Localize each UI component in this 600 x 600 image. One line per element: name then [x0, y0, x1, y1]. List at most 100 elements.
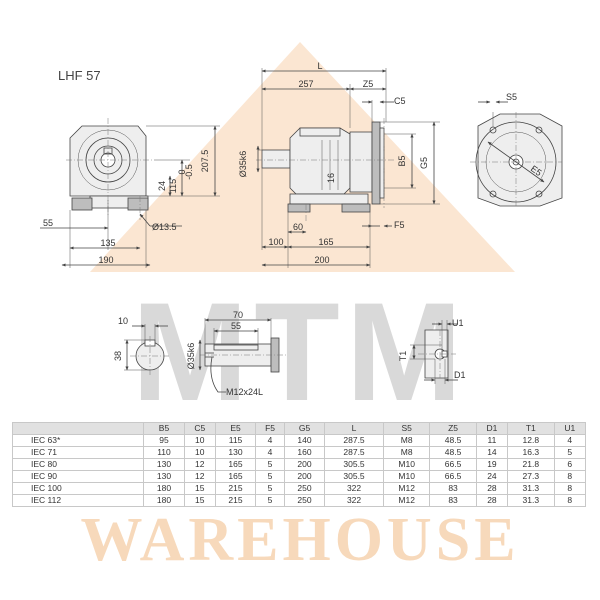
table-cell: 95 — [143, 434, 185, 447]
dim-200: 200 — [314, 255, 329, 265]
table-header-cell: T1 — [507, 422, 555, 435]
table-cell: 5 — [255, 470, 285, 483]
side-view: L 257 Z5 C5 Ø35k6 16 B5 G5 F5 60 100 — [238, 61, 440, 268]
table-cell: 10 — [183, 434, 216, 447]
dim-10: 10 — [118, 316, 128, 326]
table-cell: 83 — [429, 482, 477, 495]
table-cell: 19 — [475, 458, 509, 471]
table-cell: 4 — [255, 434, 285, 447]
table-cell: 66.5 — [429, 470, 477, 483]
dim-S5: S5 — [506, 92, 517, 102]
table-cell: 215 — [214, 482, 257, 495]
dim-135: 135 — [100, 238, 115, 248]
dim-tol-top: 0 — [177, 169, 187, 174]
thread-callout: M12x24L — [226, 387, 263, 397]
table-header-cell: D1 — [475, 422, 509, 435]
dim-16: 16 — [326, 173, 336, 183]
table-cell: 160 — [283, 446, 326, 459]
dim-hole: Ø13.5 — [152, 222, 177, 232]
dim-165: 165 — [318, 237, 333, 247]
table-cell: 322 — [324, 482, 384, 495]
table-cell: 200 — [283, 470, 326, 483]
dim-38: 38 — [113, 351, 123, 361]
dim-55-shaft: 55 — [231, 321, 241, 331]
dim-C5: C5 — [394, 96, 406, 106]
table-cell: 305.5 — [324, 470, 384, 483]
table-cell: 287.5 — [324, 434, 384, 447]
shaft-detail: 70 55 Ø35k6 M12x24L — [186, 310, 286, 397]
dim-257: 257 — [298, 79, 313, 89]
table-cell: 15 — [183, 494, 216, 507]
front-view: 207.5 115 0 -0.5 24 Ø13.5 55 135 190 — [40, 118, 220, 268]
dim-shaft-dia-detail: Ø35k6 — [186, 343, 196, 370]
table-cell: 215 — [214, 494, 257, 507]
model-title: LHF 57 — [58, 68, 101, 83]
watermark-text-mtm: MTM — [132, 273, 469, 430]
table-header-cell: G5 — [283, 422, 326, 435]
table-header-cell: F5 — [255, 422, 285, 435]
table-cell: 11 — [475, 434, 509, 447]
table-cell: 165 — [214, 470, 257, 483]
flange-view: E5 S5 — [470, 92, 563, 208]
table-cell: 4 — [255, 446, 285, 459]
dim-70: 70 — [233, 310, 243, 320]
table-header-cell: B5 — [143, 422, 185, 435]
dim-55: 55 — [43, 218, 53, 228]
dim-shaft-dia: Ø35k6 — [238, 151, 248, 178]
table-header-cell: C5 — [183, 422, 216, 435]
watermark-text-warehouse: WAREHOUSE — [80, 506, 519, 574]
dimension-table: B5 C5 E5 F5 G5 L S5 Z5 D1 T1 U1 IEC 63*9… — [11, 422, 586, 507]
table-cell: 115 — [214, 434, 257, 447]
table-cell: 287.5 — [324, 446, 384, 459]
table-cell: 140 — [283, 434, 326, 447]
table-cell: 5 — [255, 482, 285, 495]
dim-190: 190 — [98, 255, 113, 265]
table-cell: 130 — [143, 470, 185, 483]
dim-207-5: 207.5 — [200, 150, 210, 173]
table-cell: 180 — [143, 494, 185, 507]
input-detail: U1 T1 D1 — [398, 318, 466, 384]
table-cell: 8 — [553, 494, 586, 507]
table-cell: 200 — [283, 458, 326, 471]
table-cell: 4 — [553, 434, 586, 447]
dim-115: 115 — [168, 179, 178, 193]
table-cell: 16.3 — [507, 446, 555, 459]
table-row-label: IEC 63* — [11, 434, 145, 447]
table-cell: M8 — [382, 434, 431, 447]
table-cell: 66.5 — [429, 458, 477, 471]
table-cell: 8 — [553, 470, 586, 483]
table-cell: 6 — [553, 458, 586, 471]
table-cell: 10 — [183, 446, 216, 459]
dim-tol-bot: -0.5 — [184, 164, 194, 180]
table-cell: 250 — [283, 482, 326, 495]
dim-L: L — [317, 61, 322, 71]
dim-T1: T1 — [398, 351, 408, 362]
dim-G5: G5 — [419, 157, 429, 169]
table-cell: M10 — [382, 458, 431, 471]
dim-D1: D1 — [454, 370, 466, 380]
key-detail: 10 38 — [113, 316, 170, 376]
table-cell: 5 — [255, 494, 285, 507]
dim-F5: F5 — [394, 220, 405, 230]
table-cell: 12.8 — [507, 434, 555, 447]
table-cell: M10 — [382, 470, 431, 483]
table-cell: 250 — [283, 494, 326, 507]
table-header-cell — [11, 422, 145, 435]
table-cell: M8 — [382, 446, 431, 459]
table-cell: 305.5 — [324, 458, 384, 471]
table-cell: 5 — [553, 446, 586, 459]
table-row-label: IEC 90 — [11, 470, 145, 483]
table-row-label: IEC 112 — [11, 494, 145, 507]
dim-60: 60 — [293, 222, 303, 232]
table-cell: 28 — [475, 494, 509, 507]
table-cell: 14 — [475, 446, 509, 459]
table-header-cell: U1 — [553, 422, 586, 435]
table-cell: 28 — [475, 482, 509, 495]
